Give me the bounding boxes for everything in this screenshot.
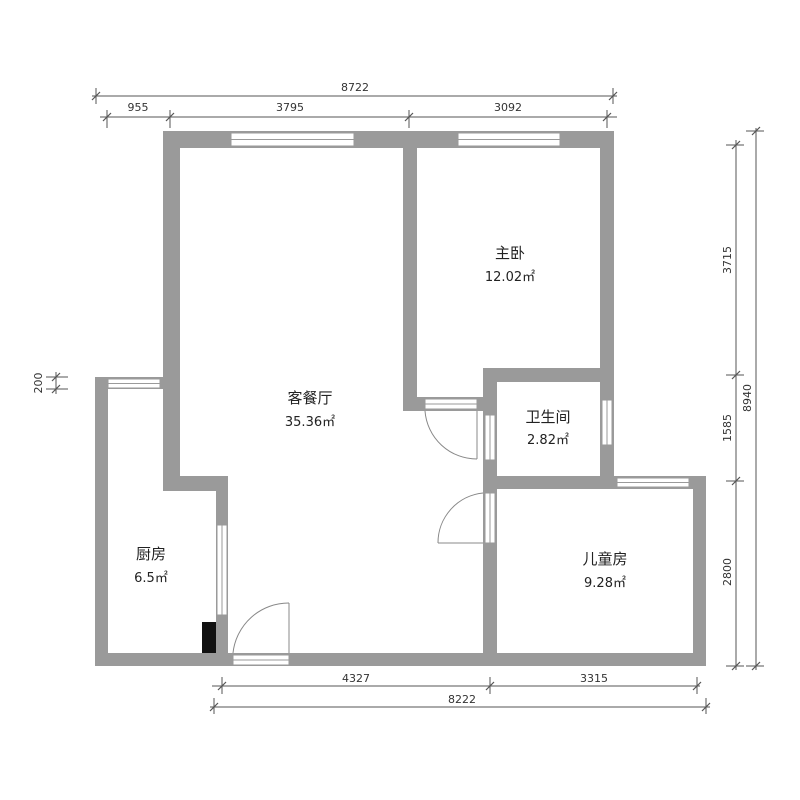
room-area-master: 12.02㎡ bbox=[485, 270, 535, 285]
door-entrance bbox=[232, 602, 290, 666]
dim-top-seg-3: 3092 bbox=[494, 101, 522, 114]
door-kids bbox=[437, 492, 496, 544]
window-living-top bbox=[230, 132, 355, 147]
windows bbox=[107, 132, 690, 616]
wall-kitchen-left bbox=[95, 377, 108, 666]
window-master-top bbox=[457, 132, 561, 147]
room-name-living: 客餐厅 bbox=[287, 389, 332, 407]
dimensions-bottom: 4327 3315 8222 bbox=[209, 672, 711, 714]
dim-right-total: 8940 bbox=[741, 384, 754, 412]
window-kids-top bbox=[616, 477, 690, 488]
dim-right-seg-1: 3715 bbox=[721, 246, 734, 274]
wall-master-left bbox=[403, 131, 417, 411]
room-name-kids: 儿童房 bbox=[582, 550, 627, 568]
dim-right-seg-2: 1585 bbox=[721, 414, 734, 442]
kitchen-fixture bbox=[202, 622, 216, 653]
room-name-master: 主卧 bbox=[495, 244, 525, 262]
wall-living-left bbox=[163, 131, 180, 490]
room-labels: 客餐厅 35.36㎡ 主卧 12.02㎡ 卫生间 2.82㎡ 厨房 6.5㎡ 儿… bbox=[134, 244, 627, 591]
room-area-kids: 9.28㎡ bbox=[584, 576, 626, 591]
room-area-kitchen: 6.5㎡ bbox=[134, 571, 168, 586]
dim-top-seg-1: 955 bbox=[128, 101, 149, 114]
dimensions-right: 8940 3715 1585 2800 bbox=[721, 126, 764, 671]
wall-bath-top bbox=[483, 368, 614, 382]
dim-bottom-total: 8222 bbox=[448, 693, 476, 706]
dimension-left-offset: 200 bbox=[32, 372, 68, 394]
doors bbox=[232, 398, 496, 666]
dim-right-seg-3: 2800 bbox=[721, 558, 734, 586]
window-kitchen-partition bbox=[216, 524, 228, 616]
window-bath-right bbox=[601, 399, 613, 446]
window-kitchen-top bbox=[107, 378, 161, 389]
door-bath bbox=[424, 398, 478, 460]
room-name-kitchen: 厨房 bbox=[136, 545, 166, 563]
dim-left-offset: 200 bbox=[32, 373, 45, 394]
room-name-bath: 卫生间 bbox=[525, 408, 570, 426]
dim-top-seg-2: 3795 bbox=[276, 101, 304, 114]
wall-step-ledge bbox=[163, 476, 228, 491]
dim-bottom-seg-2: 3315 bbox=[580, 672, 608, 685]
room-area-bath: 2.82㎡ bbox=[527, 433, 569, 448]
wall-bottom bbox=[95, 653, 706, 666]
room-area-living: 35.36㎡ bbox=[285, 415, 335, 430]
dimensions-top: 8722 955 3795 3092 bbox=[91, 81, 618, 128]
dim-bottom-seg-1: 4327 bbox=[342, 672, 370, 685]
dim-top-total: 8722 bbox=[341, 81, 369, 94]
wall-kids-right bbox=[693, 476, 706, 666]
wall-master-right bbox=[600, 131, 614, 381]
door-bath-side bbox=[484, 414, 496, 461]
